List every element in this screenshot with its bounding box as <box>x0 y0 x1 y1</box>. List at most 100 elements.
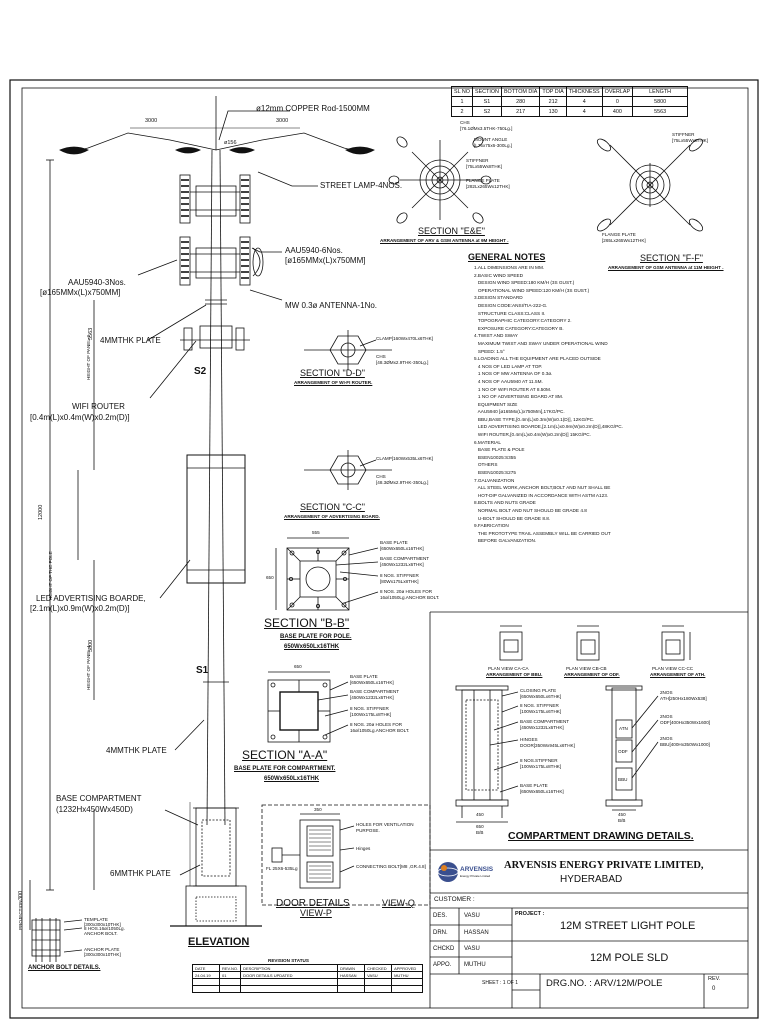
section-ff-title: SECTION "F-F" <box>640 253 703 263</box>
comp-dim-450a: 450 <box>476 812 484 817</box>
schedule-cell: 130 <box>539 106 567 117</box>
aau3-label: AAU5940-3Nos. <box>68 278 126 287</box>
dd-chs-size: [48.3ØMx2.9THK-350Lg.] <box>376 360 429 365</box>
note-line: 3.DESIGN STANDARD <box>474 295 523 301</box>
section-aa-title: SECTION "A-A" <box>242 748 328 762</box>
note-line: BBU,BASE TYPE,[0.4m(L)x0.3m(W)x0.1(D)], … <box>474 416 595 422</box>
note-line: 4 NOS OF AAU5940 AT 11.5M. <box>474 378 543 384</box>
street-lamp-label: STREET LAMP-4NOS. <box>320 181 403 190</box>
section-aa-subtitle2: 650Wx650Lx16THK <box>264 776 320 782</box>
note-line: OPERATIONAL WIND SPEED:120 KM/H (3S GUST… <box>474 287 590 293</box>
note-line: 1 NO OF ADVERTISING BOARD AT 8M. <box>474 394 564 400</box>
comp-r1b: ATH[250Hx180Wx538] <box>660 696 707 701</box>
name-des: VASU <box>464 913 480 919</box>
pole-section-schedule: SL NO SECTION BOTTOM DIA TOP DIA THICKNE… <box>451 86 689 117</box>
comp-dim-bb2: B/B <box>618 818 626 823</box>
section-s1-label: S1 <box>196 665 209 676</box>
dd-chs: CHS <box>376 354 386 359</box>
aa-note3: 8 NOS. STIFFNER <box>350 706 389 711</box>
note-line: NORMAL BOLT AND NUT SHOULD BE GRADE 4.8 <box>474 508 587 513</box>
comp-note-stiff2-b: [100Wx175Lx8THK] <box>520 764 562 769</box>
dim-top-right: 3000 <box>276 118 289 124</box>
cc-clamp: CLAMP[160Wx535Lx6THK] <box>376 456 433 461</box>
name-appo: MUTHU <box>464 962 486 968</box>
note-line: HOT-DIP GALVANIZED IN ACCORDANCE WITH AS… <box>474 492 609 498</box>
schedule-cell: 217 <box>500 106 541 117</box>
schedule-cell: 5563 <box>632 106 689 117</box>
section-ff-subtitle: ARRANGEMENT OF GSM ANTENNA at 11M HEIGHT… <box>608 265 724 270</box>
schedule-cell: 0 <box>601 96 634 107</box>
bb-note2b: [450Wx1232Lx6THK] <box>380 562 424 567</box>
schedule-header-row: SL NO SECTION BOTTOM DIA TOP DIA THICKNE… <box>451 86 689 97</box>
elevation-title: ELEVATION <box>188 936 250 948</box>
note-line: 1 NOS OF MW ANTENNA OF 0.3ø. <box>474 371 553 377</box>
logo-text: ARVENSIS <box>460 866 494 873</box>
revision-header: DRAWN <box>337 964 366 972</box>
bb-note4: 8 NOS. 20ø HOLES FOR <box>380 589 433 594</box>
aa-dim: 650 <box>294 664 302 669</box>
comp-odf: ODF <box>618 749 628 754</box>
wifi-router-size: [0.4m(L)x0.4m(W)x0.2m(D)] <box>30 413 130 422</box>
anchor-note-bolts: 8 HOS.16ø/1050Lg. <box>84 926 125 931</box>
plan-ca-sub: ARRANGEMENT OF BBU. <box>486 672 543 677</box>
schedule-cell: 4 <box>565 106 603 117</box>
section-ee-title: SECTION "E&E" <box>418 226 485 236</box>
revision-header-row: DATE REV.NO. DESCRIPTION DRAWN CHECKED A… <box>192 964 424 972</box>
dim-projection: 300 <box>18 890 24 900</box>
note-line: 1.ALL DIMENSIONS ARE IN MM. <box>474 265 545 270</box>
role-chckd: CHCKD <box>433 946 455 952</box>
revision-cell: MUTHU <box>391 971 424 979</box>
ff-stiffner-size: [75Lx55Wx8THK] <box>672 138 708 143</box>
note-line: OTHERS <box>474 462 498 468</box>
ee-stiffner-size: [75Lx55Wx8THK] <box>466 164 502 169</box>
note-line: THE PROTOTYPE TRAIL ASSEMBLY WILL BE CAR… <box>474 530 611 536</box>
schedule-header: SL NO <box>451 86 473 97</box>
aau3-size: [ø165MMx(L)x750MM] <box>40 288 121 297</box>
door-note-holes: HOLES FOR VENTILATION <box>356 822 414 827</box>
schedule-header: TOP DIA <box>539 86 567 97</box>
copper-rod-label: ø12mm COPPER Rod-1500MM <box>256 104 370 113</box>
aa-note2: BASE COMPARTMENT <box>350 689 400 694</box>
door-note-holes-b: PURPOSE. <box>356 828 380 833</box>
comp-dim-bb: B/B <box>476 830 484 835</box>
door-note-fl: FL 25X6-535Lg <box>266 866 298 871</box>
revision-header: APPROVED <box>391 964 424 972</box>
general-notes-title: GENERAL NOTES <box>468 252 546 262</box>
name-drn: HASSAN <box>464 930 489 936</box>
note-line: U-BOLT SHOULD BE GRADE 8.8. <box>474 515 551 521</box>
revision-header: DATE <box>192 964 220 972</box>
plan-cc-label: PLAN VIEW CC-CC <box>652 666 694 671</box>
section-bb-subtitle2: 650Wx650Lx16THK <box>284 644 340 650</box>
schedule-header: BOTTOM DIA <box>500 86 541 97</box>
aa-note2b: [450Wx1232Lx6THK] <box>350 695 394 700</box>
note-line: AAU5940 [ø165Mx(L)x750Mm],17KG/PC. <box>474 409 565 415</box>
plan-cb-label: PLAN VIEW CB-CB <box>566 666 607 671</box>
section-bb-subtitle: BASE PLATE FOR POLE. <box>280 634 352 640</box>
comp-note-bp-b: [650Wx650Lx16THK] <box>520 789 564 794</box>
plate-4mm-low-label: 4MMTHK PLATE <box>106 746 167 755</box>
comp-note-stiff: 8 NOS. STIFFNER <box>520 703 559 708</box>
comp-note-door: DOOR[350Wx945Lx6THK] <box>520 743 575 748</box>
base-compartment-label: BASE COMPARTMENT <box>56 794 142 803</box>
note-line: SPEED: 1.5° <box>474 348 505 354</box>
role-appo: APPO. <box>433 962 452 968</box>
comp-note-hinges: HINGES <box>520 737 538 742</box>
dim-ldr: ø156 <box>224 140 237 146</box>
dim-projection-label: PROJECTION <box>18 900 23 930</box>
section-bb-title: SECTION "B-B" <box>264 616 350 630</box>
compartment-title: COMPARTMENT DRAWING DETAILS. <box>508 830 694 842</box>
door-view-p: VIEW-P <box>300 908 332 918</box>
bb-note1b: [650Wx650Lx16THK] <box>380 546 424 551</box>
wifi-router-label: WIFI ROUTER <box>72 402 125 411</box>
dim-total: 12000 <box>38 504 44 520</box>
note-line: BASE PLATE & POLE <box>474 447 525 453</box>
section-aa-subtitle: BASE PLATE FOR COMPARTMENT. <box>234 766 336 772</box>
section-cc-subtitle: ARRANGEMENT OF ADVERTISING BOARD. <box>284 514 380 519</box>
note-line: BEFORE GALVANIZATION. <box>474 538 537 544</box>
comp-note-closing-b: [650Wx650Lx6THK] <box>520 694 562 699</box>
aa-note3b: [100Wx175Lx8THK] <box>350 712 392 717</box>
drawing-name: 12M POLE SLD <box>590 952 669 964</box>
note-line: TOPOGRAPHIC CATEGORY:CATEGORY 2. <box>474 318 572 324</box>
